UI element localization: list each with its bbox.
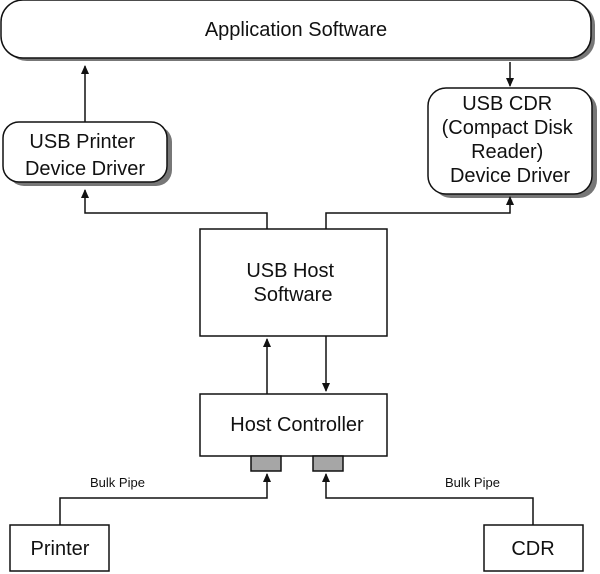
printer-driver-line-2: Device Driver <box>25 158 145 180</box>
right-port <box>312 455 344 472</box>
arrow-host-software-to-cdr-driver <box>325 196 514 229</box>
host-controller-label: Host Controller <box>230 414 364 436</box>
cdr-driver-line-4: Device Driver <box>450 165 570 187</box>
application-software-box: Application Software <box>0 0 595 61</box>
cdr-driver-label: USB CDR (Compact Disk Reader) Device Dri… <box>442 93 579 187</box>
connectors <box>59 62 534 525</box>
usb-cdr-driver-box: USB CDR (Compact Disk Reader) Device Dri… <box>427 87 597 198</box>
cdr-driver-line-1: USB CDR <box>462 93 552 115</box>
right-bulk-pipe-line <box>322 473 534 525</box>
usb-printer-driver-box: USB Printer Device Driver <box>2 121 172 186</box>
printer-driver-line-1: USB Printer <box>29 131 135 153</box>
left-port <box>250 455 282 472</box>
left-bulk-pipe-line <box>59 473 271 525</box>
printer-label: Printer <box>31 538 90 560</box>
printer-box: Printer <box>9 524 110 572</box>
usb-host-software-box: USB Host Software <box>199 228 388 337</box>
left-bulk-pipe-label: Bulk Pipe <box>90 475 145 490</box>
printer-driver-label: USB Printer Device Driver <box>25 131 145 180</box>
host-controller-box: Host Controller <box>199 393 388 457</box>
right-bulk-pipe-label: Bulk Pipe <box>445 475 500 490</box>
host-software-label: USB Host Software <box>246 260 339 306</box>
cdr-driver-line-3: Reader) <box>471 141 543 163</box>
cdr-driver-line-2: (Compact Disk <box>442 117 574 139</box>
host-software-line-2: Software <box>254 284 333 306</box>
host-software-line-1: USB Host <box>246 260 334 282</box>
cdr-label: CDR <box>511 538 554 560</box>
application-software-label: Application Software <box>205 19 387 41</box>
cdr-box: CDR <box>483 524 584 572</box>
arrow-host-software-to-printer-driver <box>81 189 268 229</box>
